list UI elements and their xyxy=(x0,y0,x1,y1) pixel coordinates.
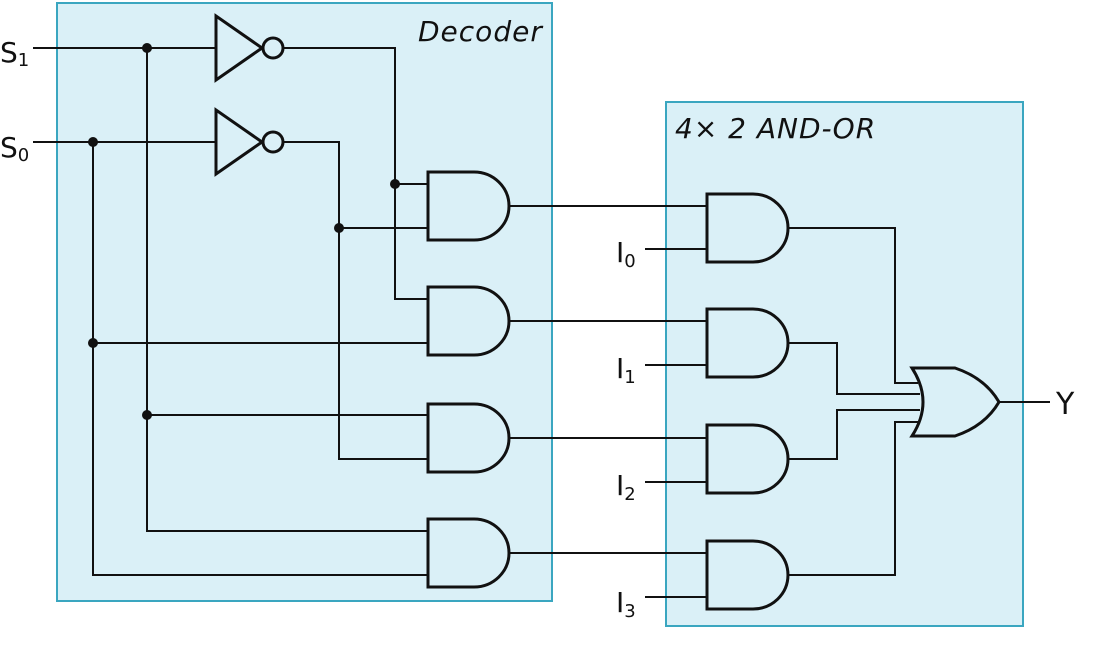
input-label-i3-base: I xyxy=(616,586,624,619)
mux-and-gate-2 xyxy=(705,423,790,495)
input-label-i0-base: I xyxy=(616,236,624,269)
input-label-i1: I1 xyxy=(616,352,636,388)
and-or-box xyxy=(665,101,1024,627)
input-label-s1-base: S xyxy=(0,36,18,69)
mux-and-gate-1 xyxy=(705,307,790,379)
and-or-title: 4× 2 AND-OR xyxy=(675,112,876,145)
input-label-i1-sub: 1 xyxy=(624,367,635,388)
input-label-i0-sub: 0 xyxy=(624,251,635,272)
junction-dot xyxy=(142,43,152,53)
wires xyxy=(33,47,1050,598)
junction-dot xyxy=(334,223,344,233)
wire-s1-branch xyxy=(146,48,428,532)
decoder-and-gate-3 xyxy=(426,517,511,589)
mux-and-gate-3 xyxy=(705,539,790,611)
decoder-and-gate-1 xyxy=(426,285,511,357)
wire-not-s1 xyxy=(284,47,428,300)
input-label-i1-base: I xyxy=(616,352,624,385)
input-label-s0-sub: 0 xyxy=(18,145,29,166)
wire-a0-or xyxy=(788,227,918,384)
wire-a1-or xyxy=(788,342,920,395)
not-gate-s1 xyxy=(214,13,285,83)
input-label-s1: S1 xyxy=(0,36,29,71)
input-label-i2-sub: 2 xyxy=(624,484,635,505)
not-gate-s0 xyxy=(214,107,285,177)
input-label-i0: I0 xyxy=(616,236,636,272)
wire-a2-or xyxy=(788,409,920,460)
input-label-i2-base: I xyxy=(616,469,624,502)
junction-dot xyxy=(142,410,152,420)
decoder-and-gate-0 xyxy=(426,170,511,242)
wire-not-s0 xyxy=(284,141,428,460)
junction-dot xyxy=(88,338,98,348)
wire-s0-branch xyxy=(92,142,428,576)
wire-a3-or xyxy=(788,421,918,576)
input-label-i3: I3 xyxy=(616,586,636,622)
or-gate xyxy=(909,366,1001,438)
input-label-s0-base: S xyxy=(0,131,18,164)
input-label-i2: I2 xyxy=(616,469,636,505)
decoder-box xyxy=(56,2,553,602)
input-label-i3-sub: 3 xyxy=(624,601,635,622)
decoder-and-gate-2 xyxy=(426,402,511,474)
decoder-title: Decoder xyxy=(418,15,543,48)
mux-and-gate-0 xyxy=(705,192,790,264)
output-label-y: Y xyxy=(1055,387,1075,422)
junction-dot xyxy=(390,179,400,189)
input-label-s1-sub: 1 xyxy=(18,50,29,71)
junction-dot xyxy=(88,137,98,147)
junctions xyxy=(88,43,400,420)
input-label-s0: S0 xyxy=(0,131,29,166)
